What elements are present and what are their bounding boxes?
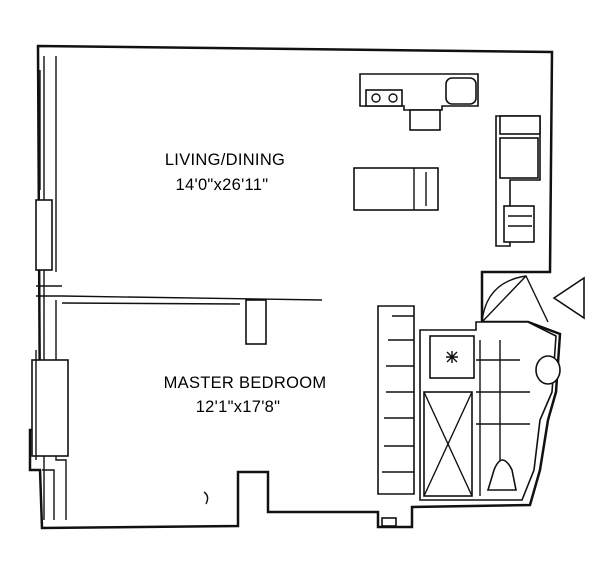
window-lower — [31, 359, 69, 457]
partition-wall — [36, 285, 323, 305]
kitchen-island — [353, 167, 439, 211]
utility-box — [381, 517, 397, 527]
bedroom-notch — [42, 469, 55, 520]
oven — [499, 115, 541, 135]
living-room-name: LIVING/DINING — [165, 151, 285, 169]
north-arrow-icon — [552, 276, 585, 320]
window-upper — [35, 199, 53, 271]
entry-door-swing — [481, 275, 549, 323]
asterisk-icon — [446, 351, 458, 363]
bathroom-sink — [535, 355, 561, 385]
living-room-size: 14'0"x26'11" — [176, 176, 269, 194]
dishwasher — [409, 109, 441, 131]
bedroom-name: MASTER BEDROOM — [164, 374, 327, 392]
bedroom-size: 12'1"x17'8" — [196, 398, 281, 416]
entry-door-leaf — [481, 275, 527, 323]
plan-mark — [203, 491, 209, 505]
column — [245, 299, 267, 345]
toilet — [486, 459, 517, 491]
pantry-shelves — [503, 205, 535, 243]
refrigerator — [499, 137, 539, 179]
kitchen-sink — [445, 77, 477, 105]
closet — [377, 305, 415, 495]
